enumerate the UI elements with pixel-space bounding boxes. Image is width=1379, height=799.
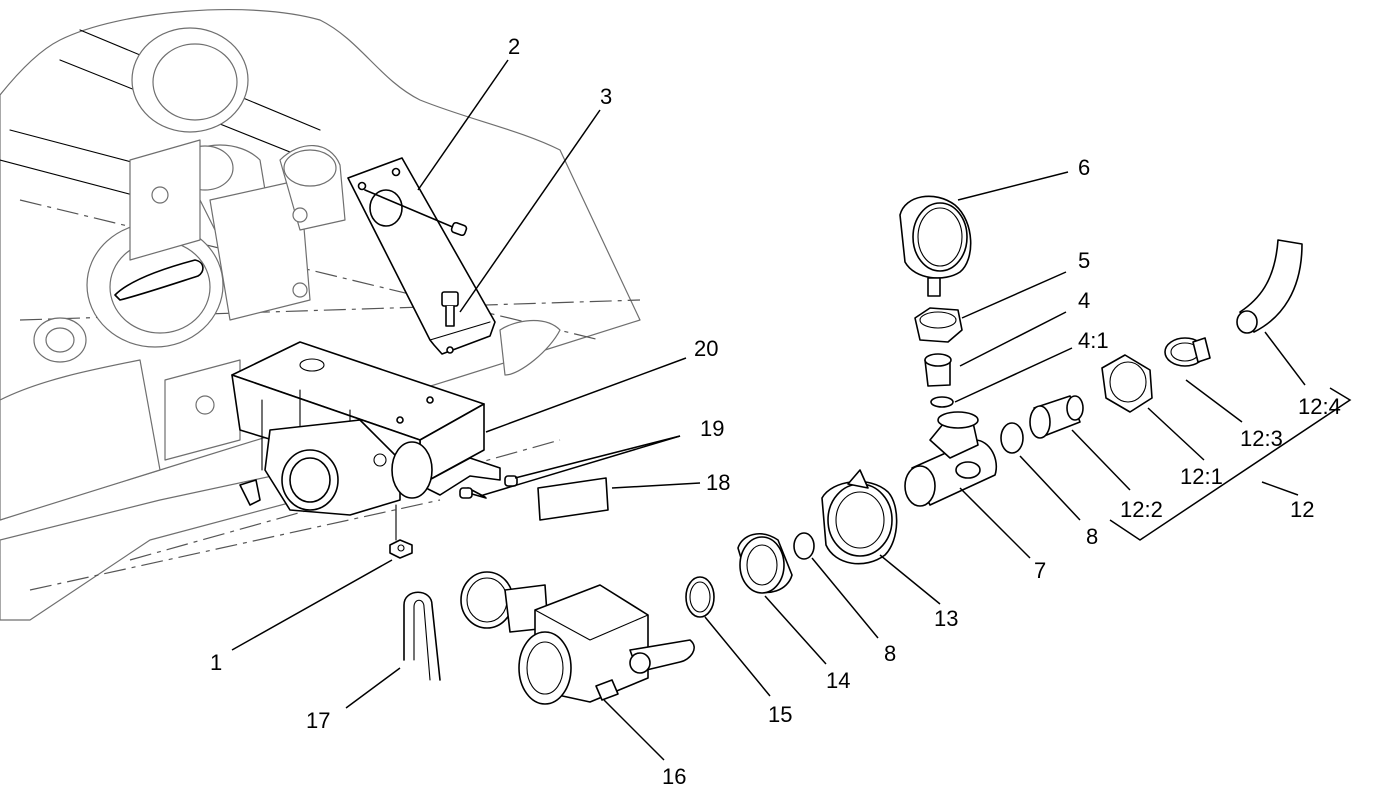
leader-lines xyxy=(231,59,1352,761)
callout-5: 5 xyxy=(1078,248,1090,273)
callout-8-lower: 8 xyxy=(884,641,896,666)
callout-17: 17 xyxy=(306,708,330,733)
part-15-oring xyxy=(685,576,715,618)
callout-13: 13 xyxy=(934,606,958,631)
callout-3: 3 xyxy=(600,84,612,109)
callout-20: 20 xyxy=(694,336,718,361)
callout-8-upper: 8 xyxy=(1086,524,1098,549)
callout-4-1: 4:1 xyxy=(1078,328,1109,353)
part-17-u-pin xyxy=(403,591,441,681)
callout-12-3: 12:3 xyxy=(1240,426,1283,451)
callout-14: 14 xyxy=(826,668,850,693)
callout-19: 19 xyxy=(700,416,724,441)
callout-12-4: 12:4 xyxy=(1298,394,1341,419)
tank-background xyxy=(0,8,641,621)
part-5-nut xyxy=(914,307,963,343)
part-16-ball-valve xyxy=(460,571,695,705)
callout-18: 18 xyxy=(706,470,730,495)
part-13-coupling-nut xyxy=(821,469,898,565)
part-12-1-nut xyxy=(1101,354,1153,413)
callout-16: 16 xyxy=(662,764,686,789)
callout-12-1: 12:1 xyxy=(1180,464,1223,489)
part-12-2-barb xyxy=(1029,395,1084,439)
part-12-3-clamp xyxy=(1164,337,1211,367)
part-8-oring-upper xyxy=(1000,422,1024,454)
callout-2: 2 xyxy=(508,34,520,59)
callout-6: 6 xyxy=(1078,155,1090,180)
callout-12: 12 xyxy=(1290,497,1314,522)
callout-1: 1 xyxy=(210,650,222,675)
part-18-decal xyxy=(537,477,609,521)
bracket-screw xyxy=(364,189,468,237)
part-7-tee xyxy=(904,411,997,507)
part-1-nut xyxy=(389,539,413,559)
part-6-gauge xyxy=(899,195,972,297)
pump-housing xyxy=(239,419,433,541)
part-4-adapter xyxy=(924,353,952,387)
callout-7: 7 xyxy=(1034,558,1046,583)
part-19-screws xyxy=(459,475,518,499)
callout-15: 15 xyxy=(768,702,792,727)
callout-12-2: 12:2 xyxy=(1120,497,1163,522)
part-4-1-oring xyxy=(930,396,954,408)
callout-labels: 1 2 3 4 4:1 5 6 7 8 8 12 12:1 12:2 12:3 … xyxy=(210,34,1341,789)
callout-4: 4 xyxy=(1078,288,1090,313)
part-3-bolt xyxy=(441,291,459,327)
part-12-4-hose xyxy=(1236,239,1303,334)
part-8-oring-lower xyxy=(793,532,815,560)
part-14-adapter xyxy=(737,533,793,594)
